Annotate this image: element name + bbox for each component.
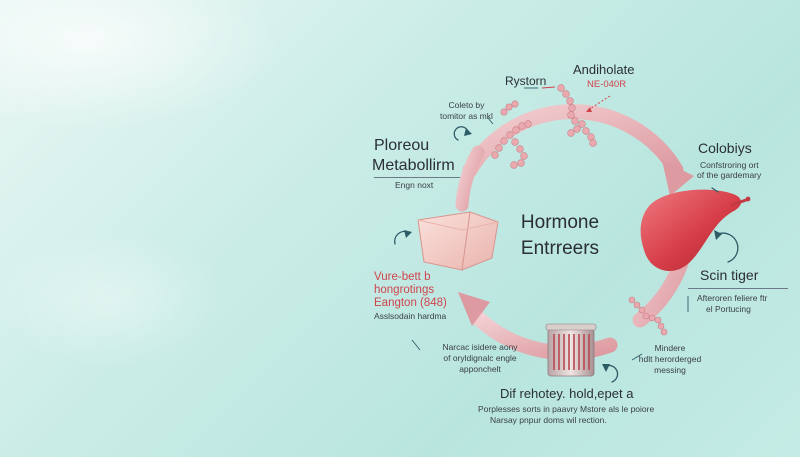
cycle-mini-arrow-icon [717,232,739,263]
label-metabollirm: Metabollirm [372,157,455,174]
label-hongrotings: hongrotings [374,284,435,296]
background-glow [0,230,230,370]
footer-line1: Porplesses sorts in paavry Mstore als le… [478,404,655,414]
label-narcac-line3: apponchelt [459,364,501,374]
connector-line [487,117,494,125]
tissue-block-illustration [417,211,499,271]
molecule-chain-small [628,296,668,336]
label-engn: Engn noxt [395,180,434,190]
label-vure: Vure-bett b [374,271,431,283]
arrowhead-icon [464,128,472,136]
label-scin-sub2: el Portucing [706,304,751,314]
label-colobiys-sub1: Confstroring ort [700,160,759,170]
cycle-arrowhead-upper [662,160,694,196]
connector-line [411,339,421,351]
arrowhead-icon [602,364,610,372]
center-title-line2: Entrreers [520,238,600,259]
label-mindere: Mindere hdlt herorderged messing [630,343,710,376]
label-coleto-line2: tomitor as mkl [440,111,493,121]
arrowhead-icon [404,230,412,238]
coil-device-illustration [545,323,597,377]
center-title-line1: Hormone [520,212,600,233]
label-narcac-line1: Narcac isidere aony [442,342,518,352]
divider [688,288,788,289]
molecule-chain-left [491,100,532,169]
label-colobiys: Colobiys [698,140,752,156]
label-andiholate: Andiholate [573,62,635,77]
label-asslsodain: Asslsodain hardma [374,311,447,321]
connector-red [541,86,556,89]
label-coleto: Coleto by tomitor as mkl [440,100,493,122]
label-code: NE-040R [587,79,627,90]
label-mindere-line3: messing [654,365,686,375]
label-mindere-line1: Mindere [654,343,686,353]
liver-illustration [640,189,751,272]
label-eangton: Eangton (848) [374,297,447,309]
label-scin-tiger: Scin tiger [700,267,759,283]
cycle-arrow-left [455,145,485,212]
footer-title: Dif rehotey. hold,epet a [500,386,634,401]
cycle-arrow-upper [462,104,684,178]
label-scin-sub1: Afteroren feliere ftr [697,293,768,303]
background-glow [0,0,280,130]
label-narcac-line2: of oryldignalc engle [443,353,517,363]
arrowhead-icon [586,107,592,112]
label-ploreou: Ploreou [374,137,430,154]
footer-line2: Narsay pnpur doms wil rection. [490,415,607,425]
molecule-chain-center [557,84,597,147]
label-mindere-line2: hdlt herorderged [638,354,702,364]
label-coleto-line1: Coleto by [448,100,485,110]
label-colobiys-sub2: of the gardemary [697,170,762,180]
center-title: Hormone Entrreers [500,210,620,262]
label-rystorn: Rystorn [505,74,547,88]
divider [374,177,460,178]
cycle-arrowhead-bottom [458,292,490,326]
connector-tick [711,187,719,193]
connector-red [587,95,611,111]
arrowhead-icon [714,230,722,240]
connector-line [631,353,643,361]
label-narcac: Narcac isidere aony of oryldignalc engle… [420,342,540,375]
